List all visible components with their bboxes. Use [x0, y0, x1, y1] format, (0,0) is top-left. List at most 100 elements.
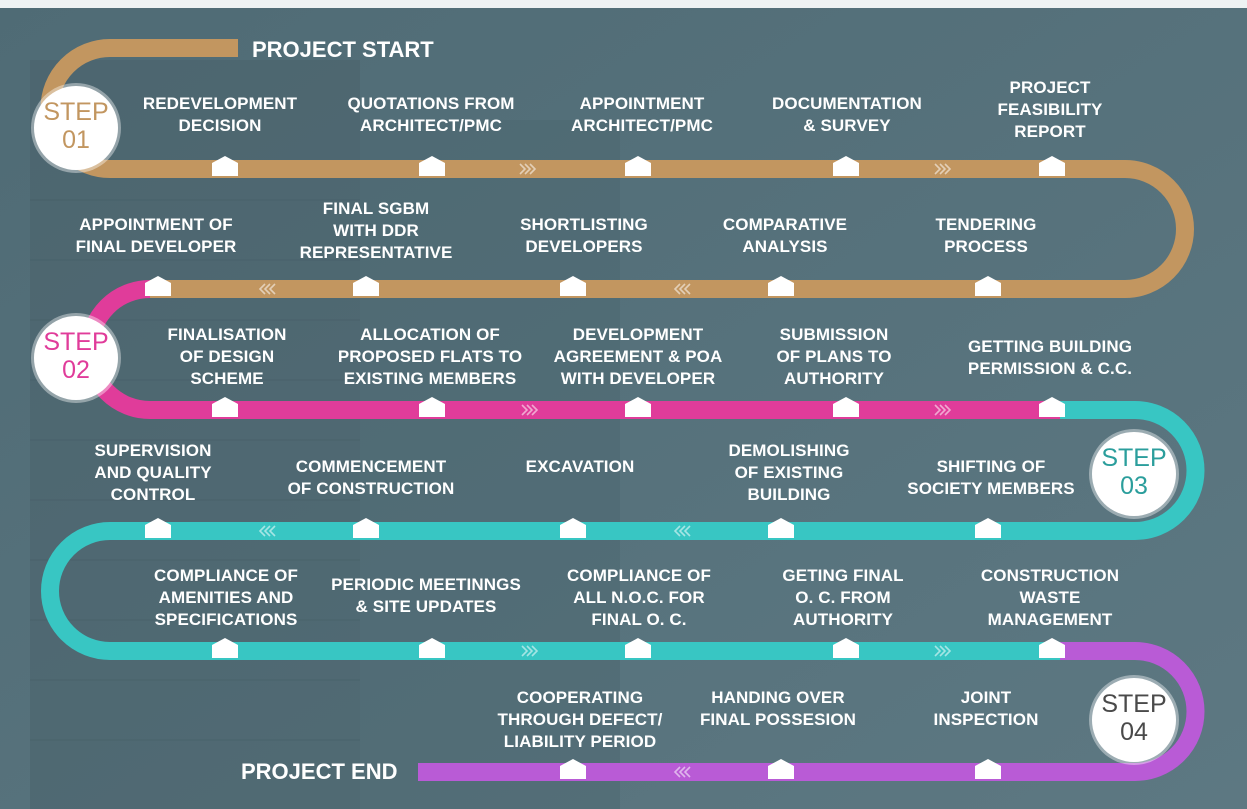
milestone-marker: [768, 276, 794, 296]
road-step-01-row-2: [150, 160, 1194, 298]
direction-chevron: [939, 404, 947, 416]
step-03-badge: STEP 03: [1092, 432, 1176, 516]
milestone-label: COMMENCEMENT OF CONSTRUCTION: [287, 457, 455, 498]
milestone-label: TENDERING PROCESS: [935, 215, 1037, 256]
milestone-marker: [1039, 156, 1065, 176]
milestone-label: FINAL SGBM WITH DDR REPRESENTATIVE: [299, 199, 453, 262]
milestone-marker: [145, 518, 171, 538]
milestone-label: GETTING BUILDING PERMISSION & C.C.: [967, 337, 1133, 378]
direction-chevron: [683, 283, 691, 295]
direction-chevron: [683, 766, 691, 778]
milestone-label: QUOTATIONS FROM ARCHITECT/PMC: [347, 94, 515, 135]
direction-chevron: [934, 645, 942, 657]
direction-chevron: [678, 525, 686, 537]
milestone-marker: [212, 638, 238, 658]
milestone-marker: [560, 276, 586, 296]
direction-chevron: [263, 283, 271, 295]
milestone-marker: [625, 156, 651, 176]
milestone-marker: [625, 397, 651, 417]
milestone-label: COMPLIANCE OF AMENITIES AND SPECIFICATIO…: [154, 566, 298, 629]
milestone-marker: [625, 638, 651, 658]
step-02-number: 02: [62, 356, 90, 384]
road-step-03-rows-4-5: [41, 401, 1205, 660]
milestone-marker: [768, 518, 794, 538]
milestone-label: PROJECT FEASIBILITY REPORT: [997, 78, 1103, 141]
milestone-label: FINALISATION OF DESIGN SCHEME: [167, 325, 287, 388]
step-02-word: STEP: [43, 328, 109, 356]
milestone-label: CONSTRUCTION WASTE MANAGEMENT: [980, 566, 1120, 629]
milestone-marker: [212, 156, 238, 176]
milestone-label: REDEVELOPMENT DECISION: [142, 94, 298, 135]
milestone-label: HANDING OVER FINAL POSSESION: [699, 688, 857, 729]
road-step-04-row-6: [418, 642, 1205, 781]
milestone-label: SUBMISSION OF PLANS TO AUTHORITY: [776, 325, 892, 388]
step-01-number: 01: [62, 126, 90, 154]
milestone-marker: [1039, 397, 1065, 417]
direction-chevron: [268, 283, 276, 295]
direction-chevron: [678, 283, 686, 295]
step-03-number: 03: [1120, 472, 1148, 500]
milestone-label: DEVELOPMENT AGREEMENT & POA WITH DEVELOP…: [553, 325, 723, 388]
milestone-label: COMPLIANCE OF ALL N.O.C. FOR FINAL O. C.: [567, 566, 711, 629]
milestone-marker: [833, 638, 859, 658]
step-04-badge: STEP 04: [1092, 678, 1176, 762]
milestone-marker: [975, 276, 1001, 296]
step-01-badge: STEP 01: [34, 86, 118, 170]
milestone-marker: [560, 759, 586, 779]
milestone-label: GETING FINAL O. C. FROM AUTHORITY: [782, 566, 904, 629]
milestone-label: COOPERATING THROUGH DEFECT/ LIABILITY PE…: [497, 688, 663, 751]
milestone-label: SHIFTING OF SOCIETY MEMBERS: [907, 457, 1075, 498]
direction-chevron: [678, 766, 686, 778]
direction-chevron: [524, 163, 532, 175]
direction-chevron: [673, 525, 681, 537]
milestone-marker: [419, 156, 445, 176]
milestone-marker: [975, 518, 1001, 538]
milestone-marker: [353, 518, 379, 538]
direction-chevron: [268, 525, 276, 537]
direction-chevron: [526, 645, 534, 657]
direction-chevron: [944, 163, 952, 175]
direction-chevron: [521, 645, 529, 657]
milestone-marker: [145, 276, 171, 296]
milestone-label: APPOINTMENT OF FINAL DEVELOPER: [75, 215, 237, 256]
direction-chevron: [526, 404, 534, 416]
milestone-label: PERIODIC MEETINNGS & SITE UPDATES: [331, 575, 521, 616]
step-04-word: STEP: [1101, 690, 1167, 718]
direction-chevron: [531, 645, 539, 657]
milestone-label: APPOINTMENT ARCHITECT/PMC: [570, 94, 714, 135]
direction-chevron: [944, 404, 952, 416]
direction-chevron: [673, 283, 681, 295]
step-03-word: STEP: [1101, 444, 1167, 472]
milestone-marker: [212, 397, 238, 417]
direction-chevron: [258, 283, 266, 295]
milestone-marker: [419, 638, 445, 658]
direction-chevron: [521, 404, 529, 416]
milestone-marker: [1039, 638, 1065, 658]
milestone-label: DOCUMENTATION & SURVEY: [772, 94, 922, 135]
project-start-label: PROJECT START: [252, 37, 434, 62]
milestone-marker: [768, 759, 794, 779]
milestone-label: ALLOCATION OF PROPOSED FLATS TO EXISTING…: [337, 325, 523, 388]
direction-chevron: [683, 525, 691, 537]
milestone-label: EXCAVATION: [525, 457, 635, 476]
direction-chevron: [258, 525, 266, 537]
direction-chevron: [519, 163, 527, 175]
milestone-label: SHORTLISTING DEVELOPERS: [520, 215, 648, 256]
project-end-label: PROJECT END: [241, 759, 398, 784]
direction-chevron: [944, 645, 952, 657]
direction-chevron: [939, 163, 947, 175]
milestone-label: JOINT INSPECTION: [933, 688, 1039, 729]
milestone-marker: [353, 276, 379, 296]
direction-chevron: [529, 163, 537, 175]
step-02-badge: STEP 02: [34, 316, 118, 400]
direction-chevron: [263, 525, 271, 537]
step-01-word: STEP: [43, 98, 109, 126]
step-04-number: 04: [1120, 718, 1148, 746]
milestone-label: COMPARATIVE ANALYSIS: [722, 215, 848, 256]
milestone-marker: [975, 759, 1001, 779]
milestone-marker: [833, 397, 859, 417]
direction-chevron: [939, 645, 947, 657]
direction-chevron: [934, 404, 942, 416]
milestone-label: SUPERVISION AND QUALITY CONTROL: [94, 441, 212, 504]
milestone-marker: [560, 518, 586, 538]
